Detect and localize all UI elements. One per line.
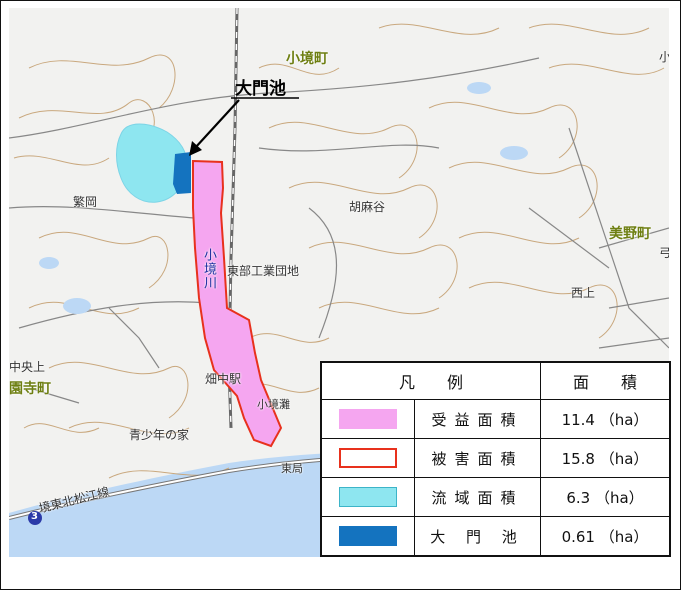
legend-label: 流域面積: [414, 477, 541, 517]
swatch-damage: [339, 448, 397, 468]
legend-value: 15.8 （ha）: [540, 438, 670, 478]
label-hatanaka-eki: 畑中駅: [205, 372, 242, 386]
legend-value: 6.3 （ha）: [540, 477, 670, 517]
swatch-beneficiary: [339, 409, 397, 429]
ponds: [39, 82, 528, 314]
label-naka-kyoku: 中央上: [9, 360, 46, 374]
label-tobu-kogyo: 東部工業団地: [227, 264, 300, 278]
legend-label: 受益面積: [414, 399, 541, 439]
route-marker: [28, 511, 42, 525]
legend-label: 大 門 池: [414, 516, 541, 556]
callout-arrow: [189, 97, 299, 156]
legend-row-pond: 大 門 池 0.61 （ha）: [321, 516, 670, 556]
label-edge-top-right: 小: [659, 50, 669, 64]
swatch-pond: [339, 526, 397, 546]
legend-value: 0.61 （ha）: [540, 516, 670, 556]
legend-header-area: 面 積: [540, 362, 670, 400]
legend-row-damage: 被害面積 15.8 （ha）: [321, 438, 670, 478]
route-number: 3: [31, 511, 38, 522]
label-hanzai: 繁岡: [73, 195, 98, 209]
label-nishigami: 西上: [571, 286, 596, 300]
label-seishonen: 青少年の家: [129, 428, 190, 442]
label-mino-cho: 美野町: [609, 226, 651, 242]
label-kosakai-nada: 小境灘: [257, 398, 290, 411]
roads: [9, 57, 669, 404]
daimon-pond: [173, 152, 191, 194]
label-enjiji-cho: 園寺町: [9, 381, 51, 397]
legend-row-catchment: 流域面積 6.3 （ha）: [321, 477, 670, 517]
label-kosakai-cho: 小境町: [286, 51, 328, 67]
legend-table: 凡 例 面 積 受益面積 11.4 （ha） 被害面積 15.8 （ha） 流域…: [320, 361, 671, 557]
label-higashikyoku: 東局: [281, 462, 303, 475]
label-edge-right: 弓: [659, 246, 669, 260]
legend-header-symbol: 凡 例: [321, 362, 541, 400]
label-kosakai-gawa: 小境川: [201, 248, 216, 290]
swatch-catchment: [339, 487, 397, 507]
legend-value: 11.4 （ha）: [540, 399, 670, 439]
legend-label: 被害面積: [414, 438, 541, 478]
beneficiary-area: [192, 159, 283, 448]
label-gomadani: 胡麻谷: [349, 200, 386, 214]
legend-row-beneficiary: 受益面積 11.4 （ha）: [321, 399, 670, 439]
label-daimon-ike: 大門池: [235, 79, 286, 99]
